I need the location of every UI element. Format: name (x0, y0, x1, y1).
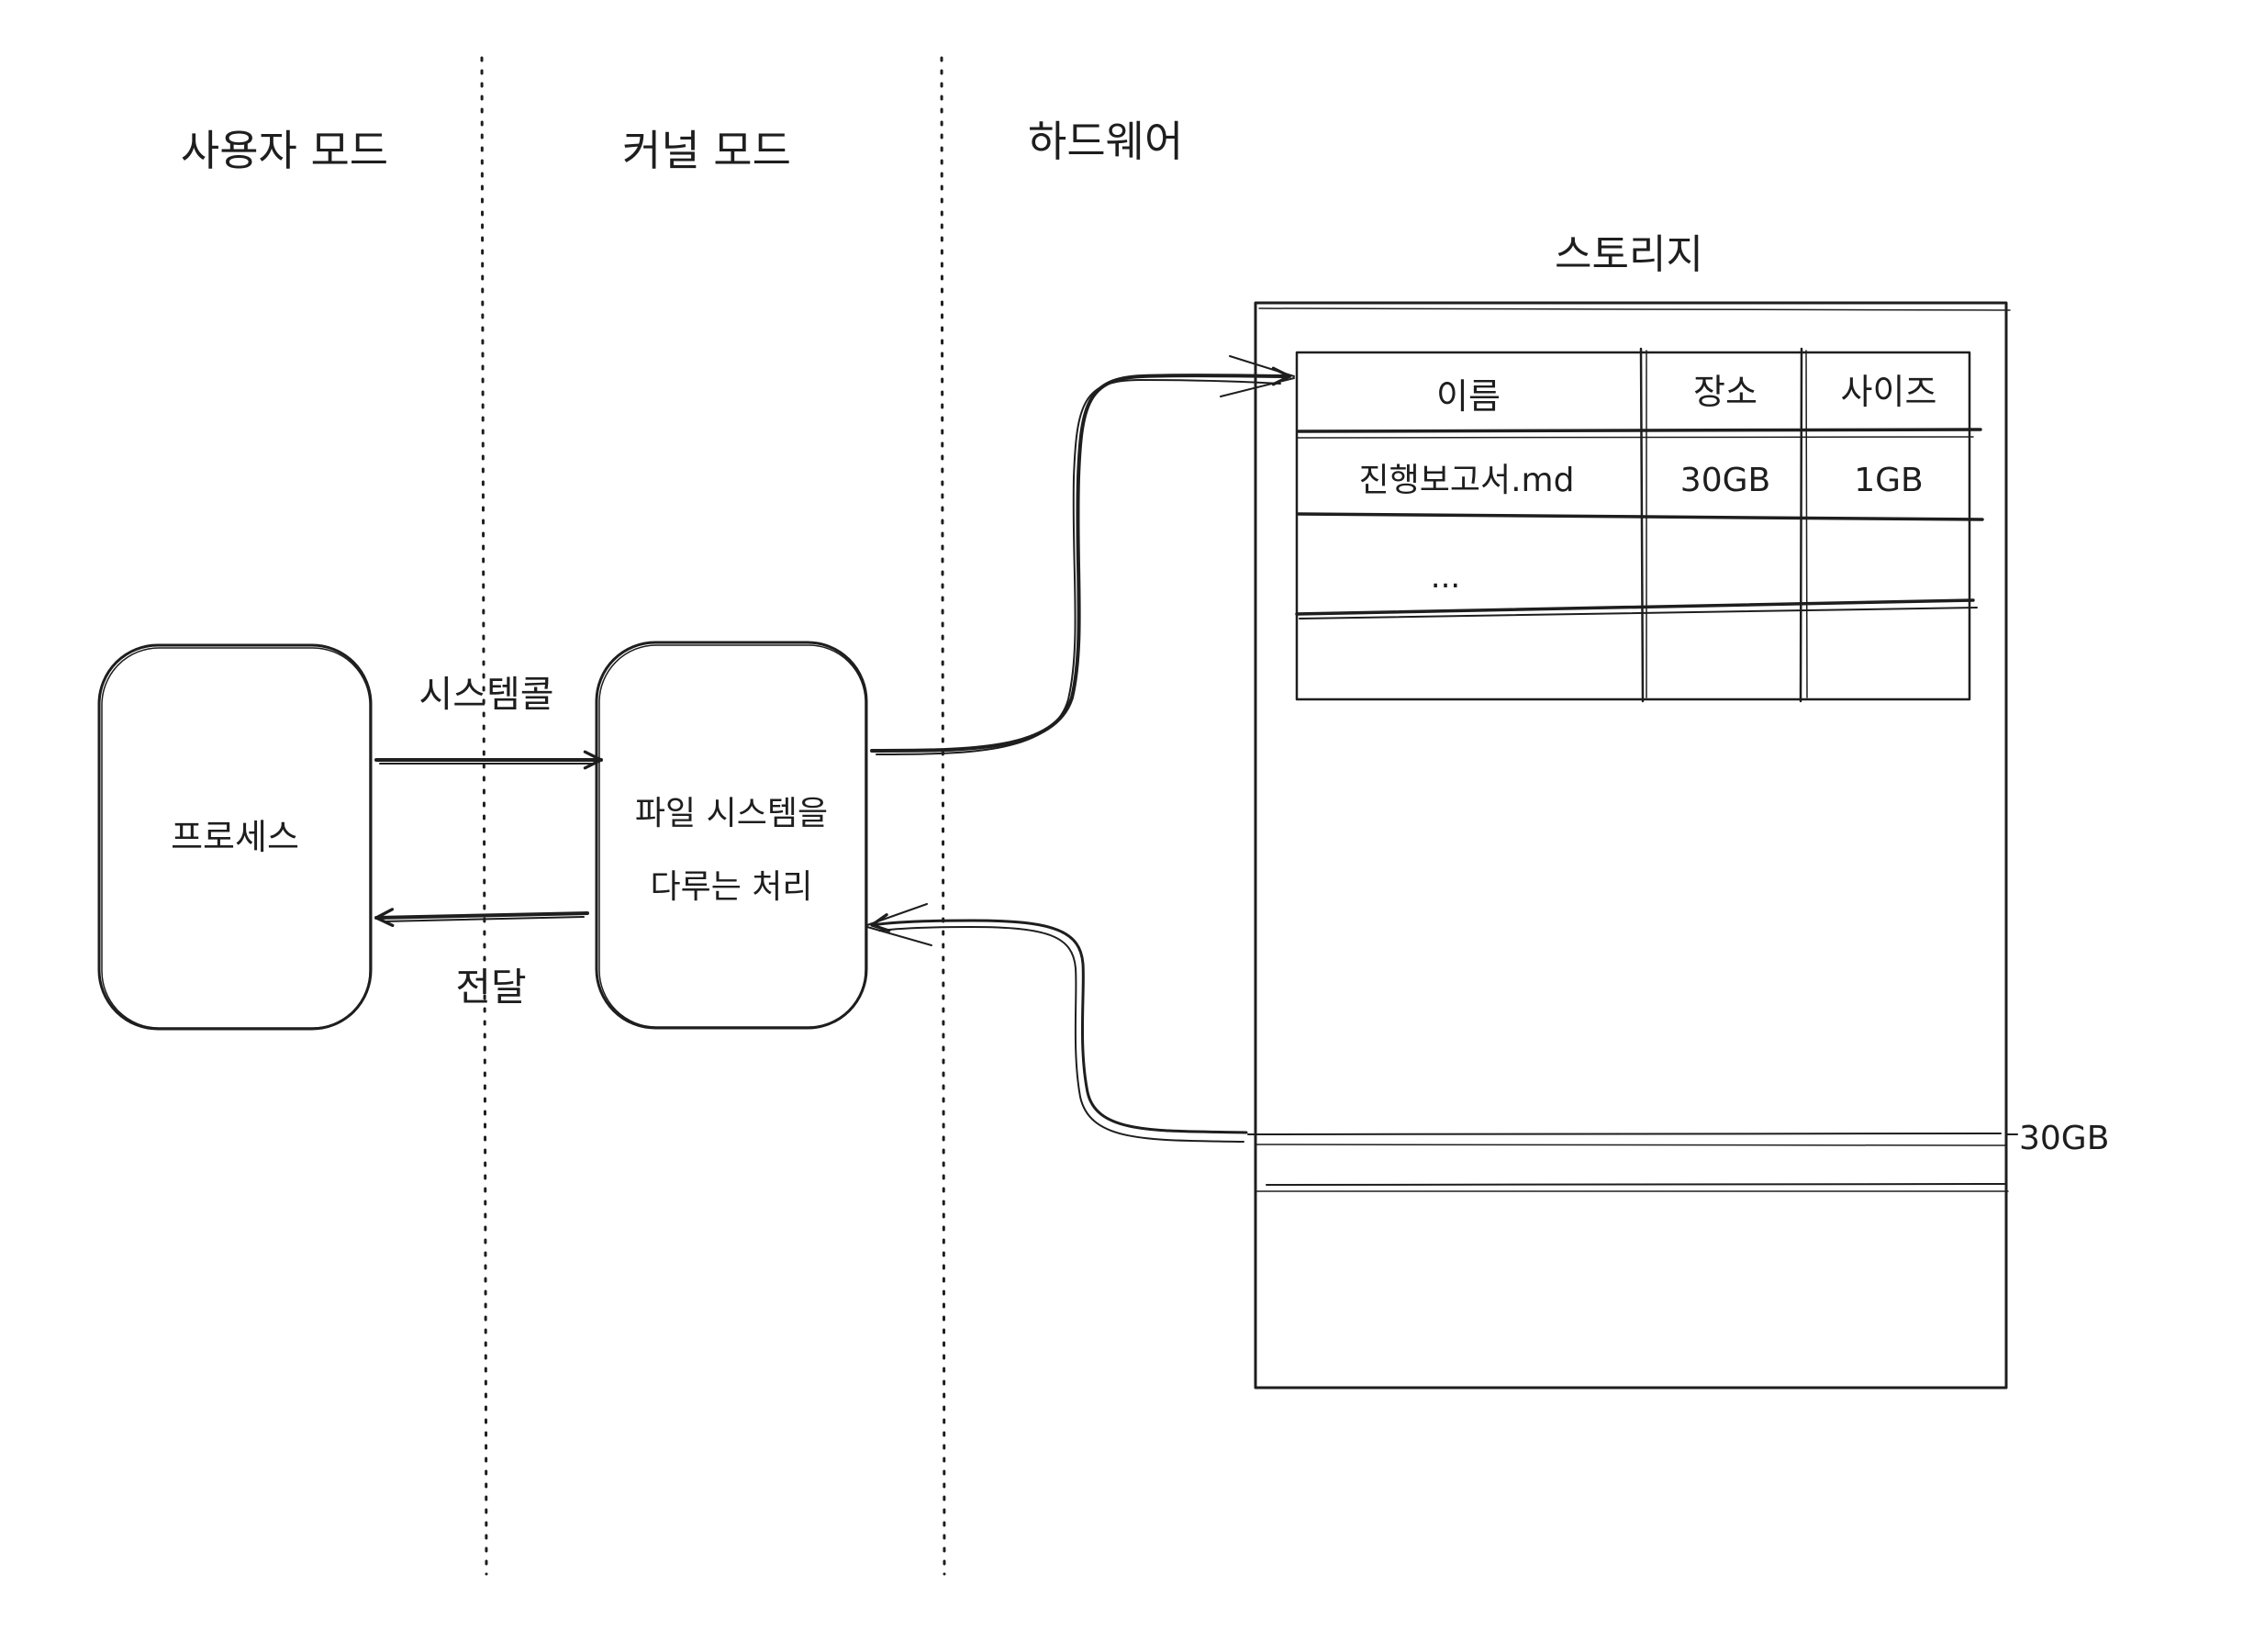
deliver-arrow: 전달 (374, 908, 589, 1010)
zone-label-hardware: 하드웨어 (1028, 117, 1183, 166)
file-table: 이름 장소 사이즈 진행보고서.md 30GB 1GB ... (1295, 347, 1984, 703)
separator-user-kernel (480, 56, 488, 1576)
table-cell-ellipsis: ... (1431, 559, 1460, 596)
storage-offset-label: 30GB (2019, 1120, 2109, 1157)
filesystem-label-line2: 다루는 처리 (650, 868, 812, 906)
deliver-label: 전달 (455, 965, 526, 1010)
table-cell-location: 30GB (1680, 462, 1770, 499)
separator-kernel-hardware (940, 56, 946, 1576)
filesystem-label-line1: 파일 시스템을 (635, 795, 828, 832)
fs-to-storage-arrow (870, 355, 1295, 755)
filesystem-node: 파일 시스템을 다루는 처리 (595, 641, 868, 1030)
syscall-label: 시스템콜 (418, 674, 553, 716)
syscall-arrow: 시스템콜 (374, 674, 603, 770)
column-header-name: 이름 (1436, 376, 1501, 417)
table-cell-size: 1GB (1854, 462, 1924, 499)
column-header-size: 사이즈 (1841, 372, 1937, 412)
column-header-location: 장소 (1693, 372, 1757, 412)
storage-title: 스토리지 (1555, 231, 1703, 278)
table-cell-name: 진행보고서.md (1359, 462, 1575, 499)
process-label: 프로세스 (171, 817, 299, 857)
storage-block: 스토리지 30GB 이름 장소 사이즈 진행보고서.md 30GB (1247, 231, 2109, 1390)
process-node: 프로세스 (97, 643, 373, 1031)
zone-label-kernel-mode: 커널 모드 (622, 126, 791, 175)
zone-label-user-mode: 사용자 모드 (181, 126, 388, 175)
storage-to-fs-arrow (866, 903, 1248, 1143)
